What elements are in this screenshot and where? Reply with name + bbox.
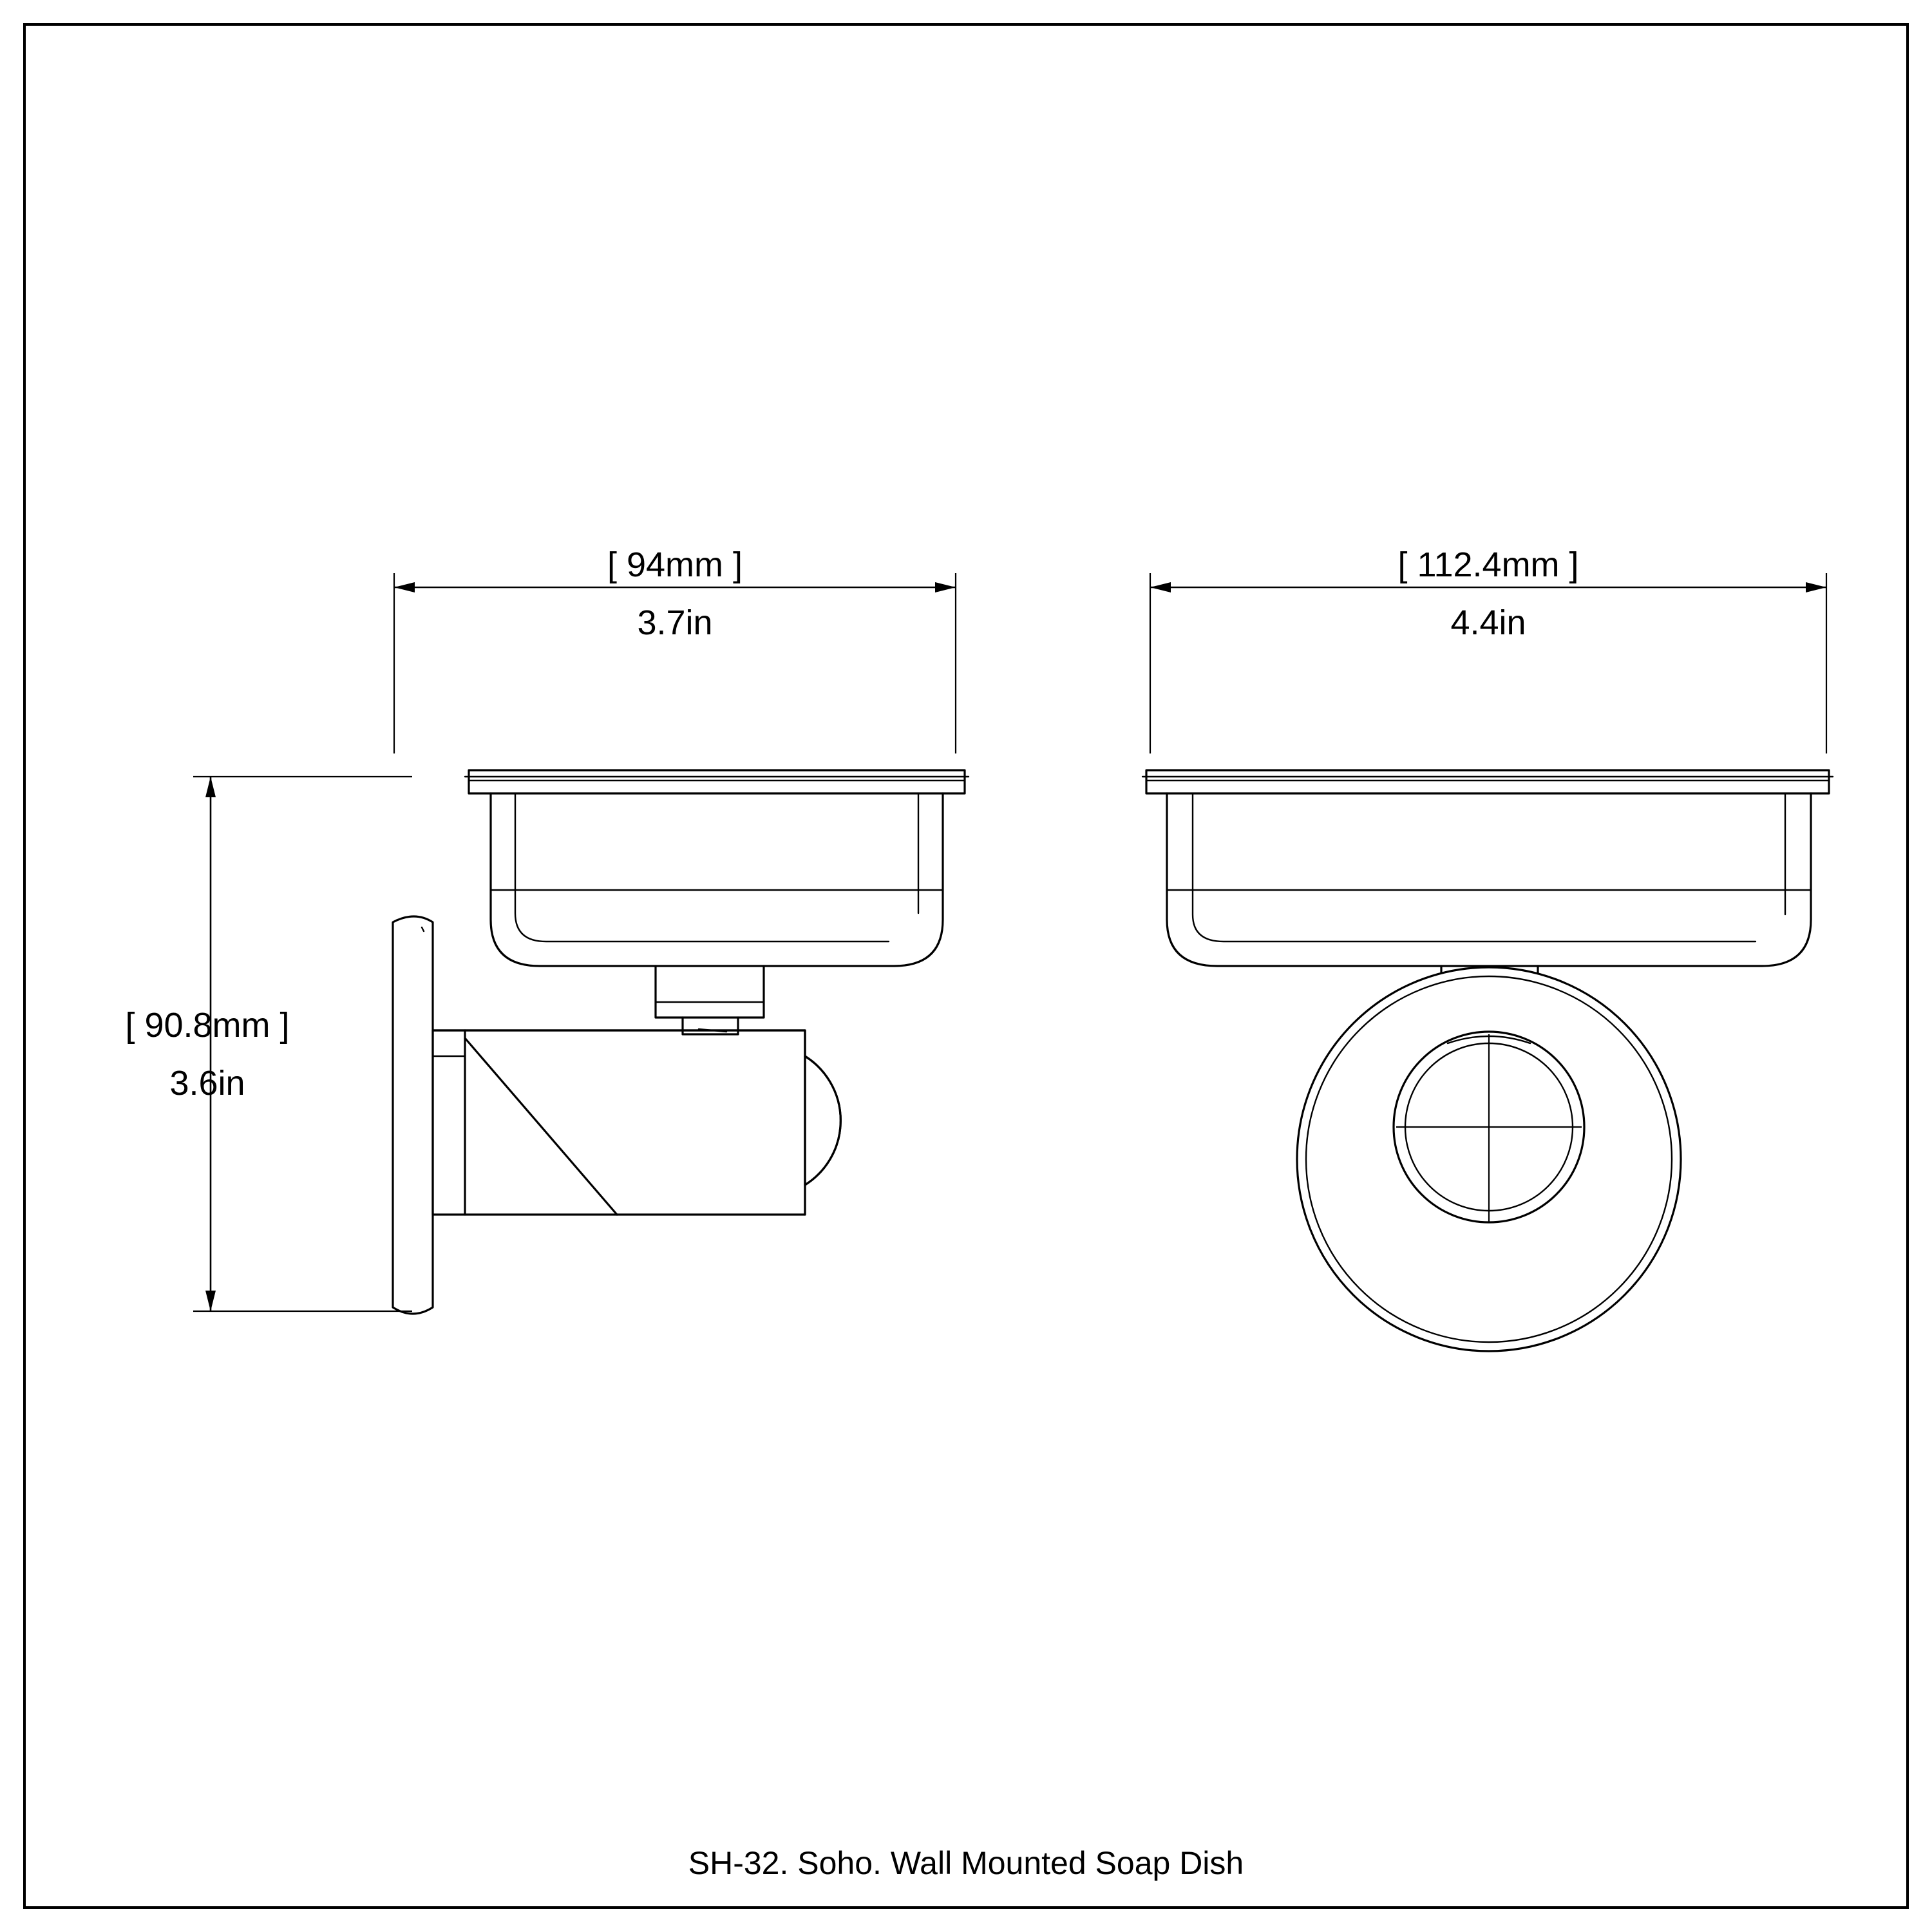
dimension-width-side: [ 94mm ] 3.7in <box>393 545 957 753</box>
dimension-height-side: [ 90.8mm ] 3.6in <box>125 775 412 1312</box>
dim-width-front-imperial: 4.4in <box>1450 603 1526 642</box>
dim-width-side-imperial: 3.7in <box>637 603 712 642</box>
dimension-width-front: [ 112.4mm ] 4.4in <box>1149 545 1828 753</box>
sheet-border <box>23 23 1909 1909</box>
drawing-caption: SH-32. Soho. Wall Mounted Soap Dish <box>688 1845 1244 1881</box>
dim-width-front-metric: [ 112.4mm ] <box>1397 545 1578 584</box>
dim-height-side-imperial: 3.6in <box>169 1064 245 1103</box>
dim-height-side-metric: [ 90.8mm ] <box>125 1006 289 1045</box>
front-view-geometry <box>1141 769 1834 1352</box>
side-view-geometry <box>392 769 970 1315</box>
dim-width-side-metric: [ 94mm ] <box>607 545 743 584</box>
